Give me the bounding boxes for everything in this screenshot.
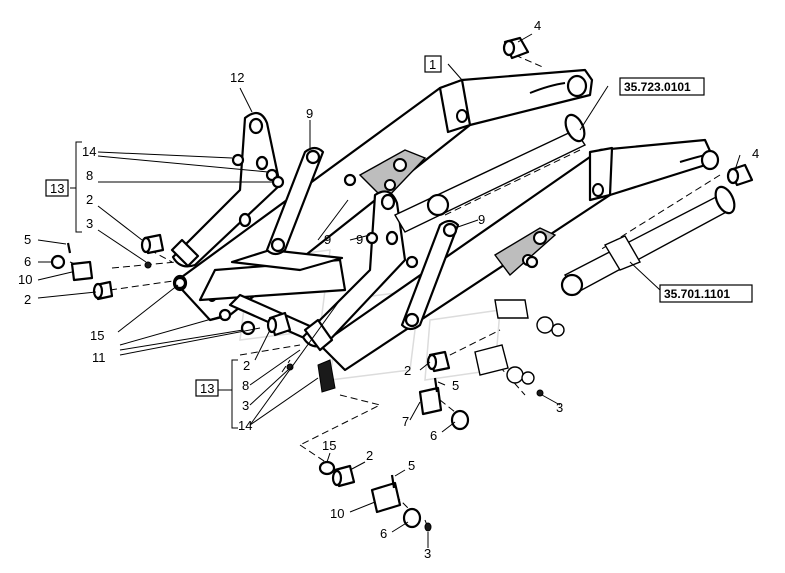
label-3-center: 3 [242,398,249,413]
label-5-right: 5 [452,378,459,393]
label-ref-upper: 35.723.0101 [624,80,691,94]
label-8-lower: 8 [242,378,249,393]
label-3-bottom: 3 [424,546,431,561]
label-7: 7 [402,414,409,429]
label-3-right: 3 [556,400,563,415]
bracket-plates [358,149,557,277]
label-2-upper: 2 [86,192,93,207]
label-14-upper: 14 [82,144,96,159]
hardware-left [50,153,285,336]
label-15-left: 15 [90,328,104,343]
label-5-bottom: 5 [408,458,415,473]
group-bracket-lower [218,359,238,429]
label-2-right: 2 [404,363,411,378]
label-ref-lower: 35.701.1101 [664,287,730,301]
label-5-left: 5 [24,232,31,247]
bell-crank-12 [170,111,282,268]
label-14-lower: 14 [238,418,252,433]
callout-box-ref-upper [619,77,705,96]
label-6-bottom: 6 [380,526,387,541]
label-2-left: 2 [24,292,31,307]
link-lower-9 [400,219,460,331]
callout-box-13-upper [45,179,69,197]
hardware-right-middle [418,299,565,431]
cylinder-upper [394,113,587,233]
group-bracket-upper [70,141,82,233]
label-4-right: 4 [752,146,759,161]
label-4-top: 4 [534,18,541,33]
label-10-bottom: 10 [330,506,344,521]
label-13-upper: 13 [50,181,64,196]
label-2-center: 2 [243,358,250,373]
callout-box-13-lower [195,379,219,397]
labels: 1 35.723.0101 35.701.1101 4 4 12 14 13 8… [18,18,759,561]
label-1: 1 [429,57,436,72]
label-8-upper: 8 [86,168,93,183]
label-13-lower: 13 [200,381,214,396]
label-2-bottom: 2 [366,448,373,463]
bell-crank-lower [301,190,407,352]
callout-box-ref-lower [659,284,753,303]
link-upper-9 [265,146,325,256]
bush-4-top [502,36,530,60]
bush-4-right [726,163,754,187]
label-9-mid: 9 [324,232,331,247]
label-9-right: 9 [478,212,485,227]
label-6-left: 6 [24,254,31,269]
cylinder-lower [560,185,736,297]
label-12: 12 [230,70,244,85]
label-3-upper: 3 [86,216,93,231]
leader-lines [37,33,741,548]
label-9-mid2: 9 [356,232,363,247]
label-15-bottom: 15 [322,438,336,453]
label-6-right: 6 [430,428,437,443]
label-9-top: 9 [306,106,313,121]
callout-box-1 [424,55,442,73]
label-11: 11 [92,350,106,365]
label-10-left: 10 [18,272,32,287]
